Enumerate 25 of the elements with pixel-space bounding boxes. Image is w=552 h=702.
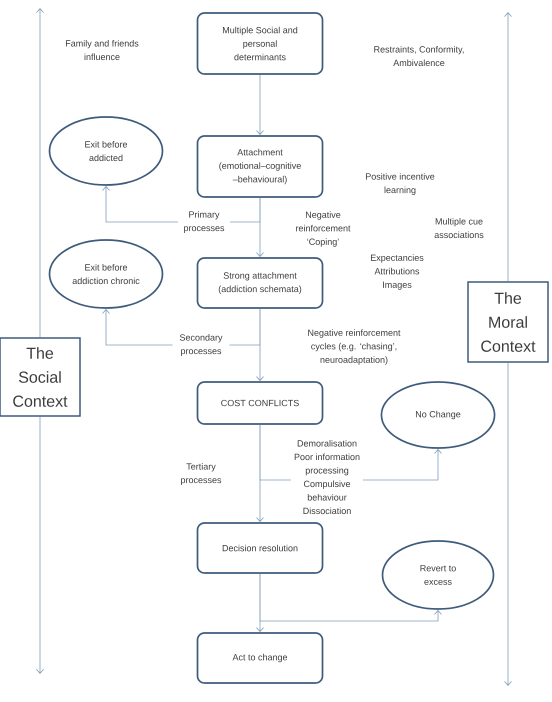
arrow [504, 362, 512, 686]
process-box: Decision resolution [196, 522, 324, 574]
process-box: Attachment (emotional–cognitive –behavioural) [196, 135, 324, 198]
context-box: The Moral Context [467, 281, 549, 363]
process-box: Multiple Social and personal determinants [196, 12, 324, 75]
annotation: Negative reinforcement cycles (e.g. ‘chasing’, neuroadaptation) [308, 329, 400, 365]
annotation: Positive incentive learning [366, 173, 434, 195]
arrow [36, 416, 44, 674]
arrow [504, 12, 512, 282]
process-box: COST CONFLICTS [196, 381, 324, 425]
annotation: Expectancies Attributions Images [370, 254, 424, 290]
annotation: Tertiary processes [181, 463, 222, 485]
annotation: Restraints, Conformity, Ambivalence [374, 46, 464, 66]
edge-label: Demoralisation Poor information processing Compulsive behaviour Dissociation [291, 438, 363, 516]
process-box: Act to change [196, 632, 324, 684]
edge-label: Primary processes [178, 210, 230, 234]
annotation: Negative reinforcement ‘Coping’ [296, 211, 350, 247]
context-box: The Social Context [0, 337, 81, 417]
arrow [36, 8, 44, 338]
annotation: Family and friends influence [66, 40, 138, 60]
edge-label: Secondary processes [172, 333, 230, 357]
annotation: Multiple cue associations [434, 218, 484, 238]
process-box: Strong attachment (addiction schemata) [196, 257, 324, 309]
arrow [260, 573, 442, 622]
arrow [256, 74, 264, 136]
